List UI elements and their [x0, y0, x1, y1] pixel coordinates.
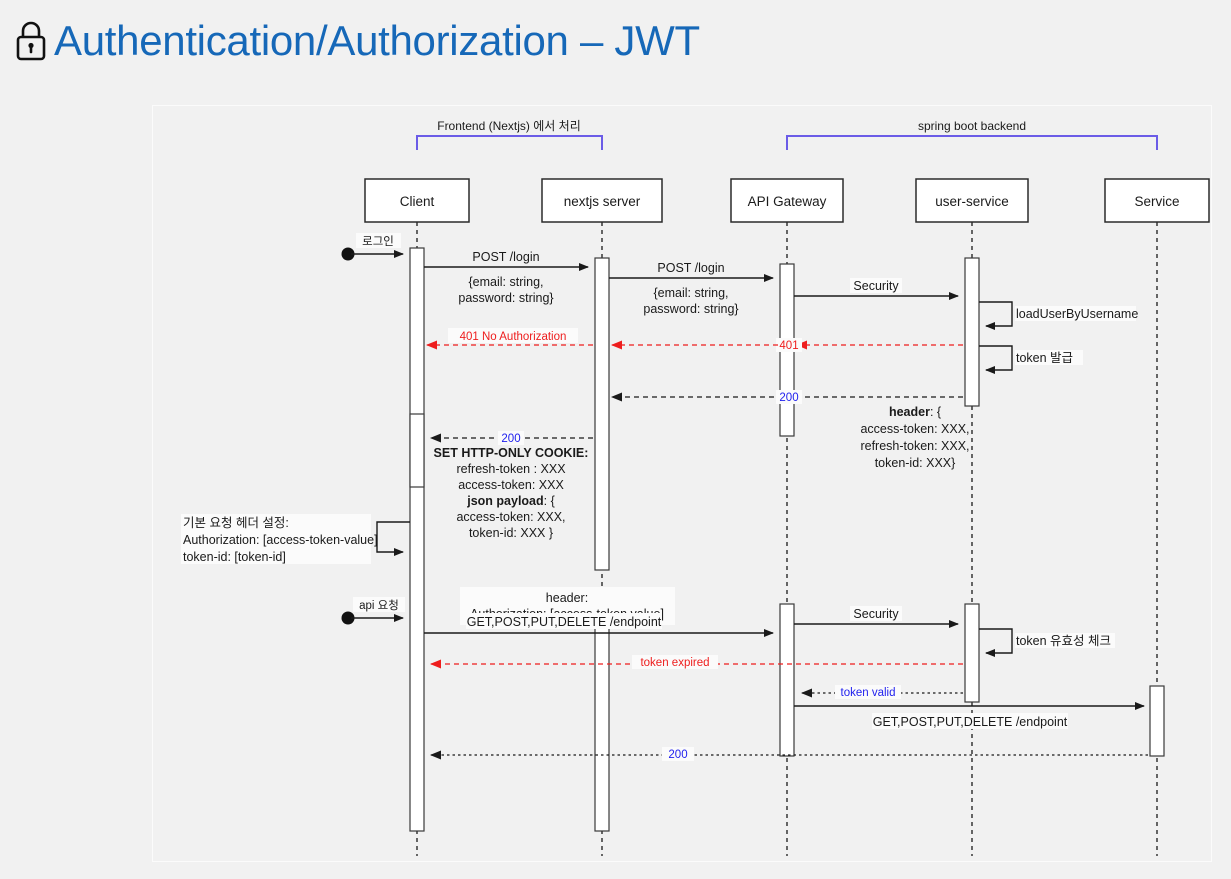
activation-nextjs-login: [594, 257, 610, 571]
self-label-token-issue: token 발급: [1016, 351, 1073, 365]
participant-apigateway[interactable]: API Gateway: [730, 178, 844, 223]
activation-bars: [409, 247, 1165, 832]
activation-nextjs-api: [594, 617, 610, 832]
message-label-200-code-1: 200: [779, 392, 798, 404]
json-access-token: access-token: XXX,: [456, 510, 565, 524]
message-security-login: Security: [794, 278, 959, 300]
message-label-200-code-2: 200: [501, 433, 520, 445]
page-title-text: Authentication/Authorization – JWT: [54, 17, 700, 64]
participant-label-nextjs: nextjs server: [564, 194, 641, 209]
message-sublabel-credentials-1a: {email: string,: [468, 275, 543, 289]
page-title: Authentication/Authorization – JWT: [14, 10, 700, 72]
message-sublabel-credentials-2b: password: string}: [643, 302, 738, 316]
self-message-token-issue: token 발급: [979, 345, 1083, 374]
group-label-backend: spring boot backend: [918, 119, 1026, 133]
message-label-post-login-1: POST /login: [472, 250, 539, 264]
api-endpoint-methods-2: GET,POST,PUT,DELETE /endpoint: [873, 715, 1068, 729]
lock-icon: [14, 18, 48, 64]
self-message-default-header-setup: 기본 요청 헤더 설정: Authorization: [access-toke…: [181, 514, 410, 564]
note-default-header-title: 기본 요청 헤더 설정:: [183, 516, 289, 530]
note-token-id: token-id: [token-id]: [183, 550, 286, 564]
message-sublabel-credentials-1b: password: string}: [458, 291, 553, 305]
message-label-401-code: 401: [779, 340, 798, 352]
activation-userservice-api: [964, 603, 980, 703]
cookie-access-token: access-token: XXX: [458, 478, 564, 492]
participant-client[interactable]: Client: [364, 178, 470, 223]
participant-nextjs[interactable]: nextjs server: [541, 178, 663, 223]
message-label-token-expired: token expired: [640, 657, 709, 669]
note-authorization: Authorization: [access-token-value]: [183, 533, 378, 547]
message-security-api: Security: [794, 606, 959, 628]
message-label-security-1: Security: [853, 279, 899, 293]
header-token-id: token-id: XXX}: [875, 456, 956, 470]
json-payload-keyword: json payload: [466, 494, 543, 508]
activation-service: [1149, 685, 1165, 757]
participant-label-client: Client: [400, 194, 435, 209]
start-label-login: 로그인: [362, 235, 394, 248]
header-brace-1: : {: [930, 405, 941, 419]
message-200-userservice-nextjs: 200 header: { access-token: XXX, refresh…: [611, 390, 970, 470]
sequence-diagram: Frontend (Nextjs) 에서 처리 spring boot back…: [181, 119, 1210, 856]
message-label-security-2: Security: [853, 607, 899, 621]
message-api-endpoint-apigw-service: GET,POST,PUT,DELETE /endpoint: [794, 702, 1145, 729]
message-api-endpoint-client-apigw: header: Authorization: [access-token val…: [424, 587, 774, 637]
message-200-service-client: 200: [430, 747, 1148, 761]
json-payload-line: json payload: {: [466, 494, 555, 508]
api-header-label: header:: [546, 591, 588, 605]
participant-label-apigateway: API Gateway: [748, 194, 827, 209]
message-label-401-no-authorization: 401 No Authorization: [460, 331, 567, 343]
participant-label-userservice: user-service: [935, 194, 1009, 209]
message-200-nextjs-client: 200 SET HTTP-ONLY COOKIE: refresh-token …: [430, 431, 593, 540]
json-token-id: token-id: XXX }: [469, 526, 553, 540]
cookie-refresh-token: refresh-token : XXX: [456, 462, 566, 476]
participant-service[interactable]: Service: [1104, 178, 1210, 223]
message-post-login-nextjs-apigw: POST /login {email: string, password: st…: [609, 261, 774, 316]
message-label-post-login-2: POST /login: [657, 261, 724, 275]
message-label-token-valid: token valid: [841, 687, 896, 699]
start-label-api-request: api 요청: [359, 599, 399, 612]
message-sublabel-credentials-2a: {email: string,: [653, 286, 728, 300]
header-keyword-1: header: [889, 405, 930, 419]
message-401-userservice-apigw: 401: [776, 338, 963, 352]
participant-userservice[interactable]: user-service: [915, 178, 1029, 223]
diagram-canvas: Frontend (Nextjs) 에서 처리 spring boot back…: [152, 105, 1212, 862]
group-bracket-frontend: Frontend (Nextjs) 에서 처리: [416, 119, 603, 150]
cookie-set-title: SET HTTP-ONLY COOKIE:: [434, 446, 589, 460]
activation-client-nested: [409, 413, 425, 488]
group-bracket-backend: spring boot backend: [786, 119, 1158, 150]
group-label-frontend: Frontend (Nextjs) 에서 처리: [437, 119, 581, 133]
participant-label-service: Service: [1134, 194, 1179, 209]
start-marker-login: 로그인: [341, 233, 404, 261]
activation-client-main: [409, 247, 425, 832]
api-endpoint-methods-1: GET,POST,PUT,DELETE /endpoint: [467, 615, 662, 629]
header-refresh-token: refresh-token: XXX,: [860, 439, 969, 453]
message-401-nextjs-client: 401 No Authorization: [426, 328, 593, 350]
activation-apigw-api: [779, 603, 795, 757]
start-marker-api-request: api 요청: [341, 597, 405, 625]
message-token-expired: token expired: [430, 655, 963, 669]
self-label-load-user: loadUserByUsername: [1016, 307, 1138, 321]
header-access-token: access-token: XXX,: [860, 422, 969, 436]
self-message-token-validity: token 유효성 체크: [979, 628, 1115, 657]
self-label-token-validity: token 유효성 체크: [1016, 634, 1111, 648]
message-label-200-code-3: 200: [668, 749, 687, 761]
self-message-load-user: loadUserByUsername: [979, 301, 1138, 330]
message-post-login-client-nextjs: POST /login {email: string, password: st…: [424, 250, 589, 305]
message-token-valid: token valid: [801, 685, 963, 699]
activation-userservice-login: [964, 257, 980, 407]
json-payload-brace: : {: [544, 494, 555, 508]
header-block-1: header: {: [889, 405, 941, 419]
